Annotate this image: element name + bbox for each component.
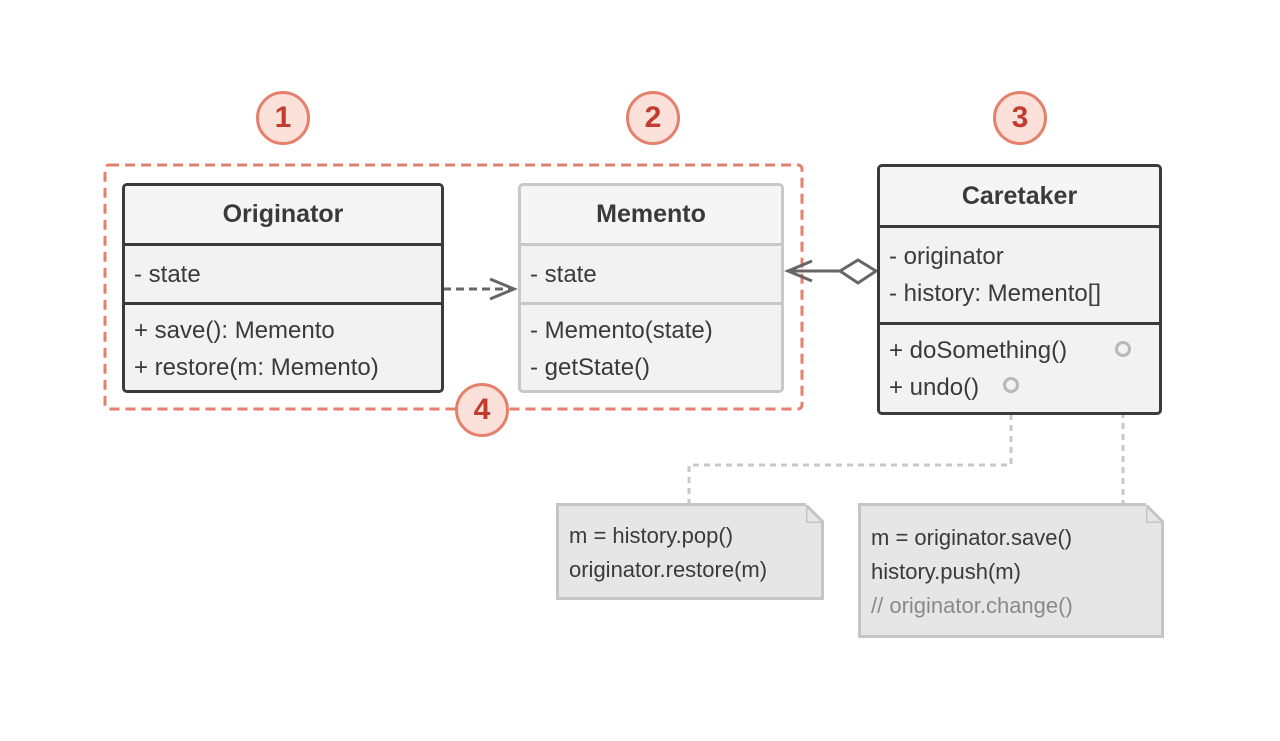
undo-code-note: m = history.pop() originator.restore(m) [556, 501, 828, 600]
memento-title: Memento [521, 186, 781, 243]
aggregation-arrow [784, 258, 879, 285]
step-badge-1: 1 [256, 91, 310, 145]
caretaker-class: Caretaker - originator - history: Mement… [877, 164, 1162, 415]
memento-method-constructor: - Memento(state) [530, 317, 713, 344]
originator-method-save: + save(): Memento [134, 317, 335, 344]
caretaker-fields: - originator - history: Memento[] [880, 225, 1159, 322]
dosomething-anchor-circle [1115, 341, 1131, 357]
originator-class: Originator - state + save(): Memento + r… [122, 183, 444, 393]
undo-note-line-1: m = history.pop() [569, 523, 734, 548]
dependency-arrow [443, 277, 518, 301]
dosomething-note-line-1: m = originator.save() [871, 525, 1073, 550]
dosomething-note-line-2: history.push(m) [871, 559, 1021, 584]
caretaker-field-history: - history: Memento[] [889, 280, 1102, 307]
note-fold-corner [804, 501, 828, 525]
step-badge-2: 2 [626, 91, 680, 145]
memento-methods: - Memento(state) - getState() [521, 302, 781, 390]
originator-fields: - state [125, 243, 441, 302]
undo-note-line-2: originator.restore(m) [569, 557, 768, 582]
encapsulation-group-frame [103, 163, 804, 411]
memento-field-state: - state [530, 260, 597, 288]
originator-methods: + save(): Memento + restore(m: Memento) [125, 302, 441, 390]
memento-fields: - state [521, 243, 781, 302]
step-badge-4: 4 [455, 383, 509, 437]
caretaker-method-dosomething: + doSomething() [889, 336, 1068, 364]
originator-method-restore: + restore(m: Memento) [134, 354, 379, 381]
originator-title: Originator [125, 186, 441, 243]
dosomething-code-note: m = originator.save() history.push(m) //… [858, 501, 1168, 638]
caretaker-methods: + doSomething() + undo() [880, 322, 1159, 412]
note-fold-corner [1144, 501, 1168, 525]
memento-class: Memento - state - Memento(state) - getSt… [518, 183, 784, 393]
undo-anchor-circle [1003, 377, 1019, 393]
caretaker-field-originator: - originator [889, 243, 1004, 270]
undo-note-connector [687, 392, 1013, 505]
step-badge-3: 3 [993, 91, 1047, 145]
originator-field-state: - state [134, 260, 201, 288]
caretaker-method-undo: + undo() [889, 373, 980, 401]
dosomething-note-comment: // originator.change() [871, 593, 1073, 618]
memento-method-getstate: - getState() [530, 354, 651, 381]
caretaker-title: Caretaker [880, 167, 1159, 225]
